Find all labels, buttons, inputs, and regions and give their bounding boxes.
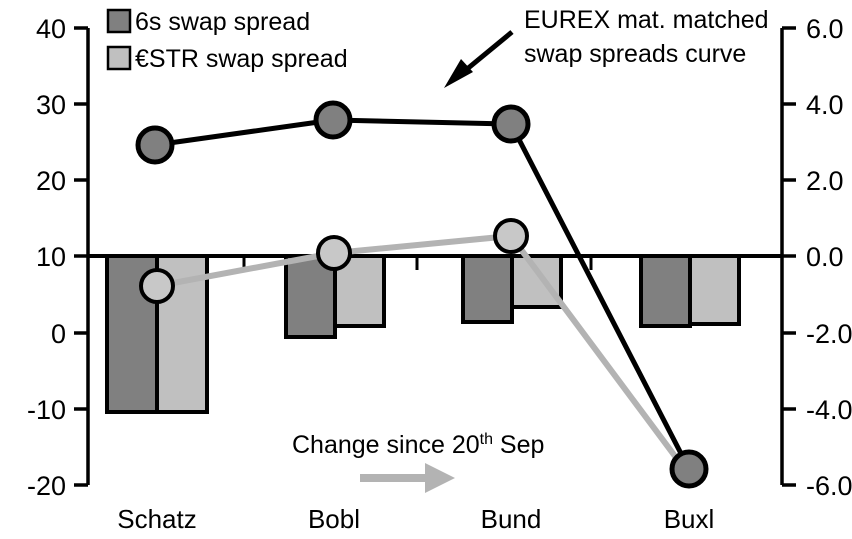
bar-estr-bund[interactable] (510, 254, 563, 309)
arrow-head (425, 463, 455, 493)
right-tick-label: 2.0 (806, 166, 844, 196)
left-tick-label: 40 (36, 14, 66, 44)
category-label-buxl: Buxl (664, 504, 715, 534)
legend-swatch-estr (106, 45, 132, 71)
eurex-callout-line2: swap spreads curve (524, 40, 746, 68)
annotation-change-since: Change since 20th Sep (292, 431, 544, 493)
bar-group-bund (461, 254, 563, 324)
left-tick-label: 30 (36, 90, 66, 120)
category-label-schatz: Schatz (117, 504, 197, 534)
change-since-superscript: th (480, 431, 493, 448)
legend-swatch-6s (106, 8, 132, 34)
arrow-head (444, 59, 473, 88)
annotation-eurex-callout: EUREX mat. matched swap spreads curve (444, 6, 769, 88)
left-tick-label: 0 (51, 319, 66, 349)
left-axis: 40 30 20 10 0 -10 -20 (27, 14, 90, 501)
series-change-since-line (139, 218, 692, 477)
right-tick-label: 6.0 (806, 14, 844, 44)
change-since-text: Change since 20th Sep (292, 431, 544, 459)
eurex-marker-schatz[interactable] (135, 125, 175, 165)
change-since-marker-schatz[interactable] (139, 268, 175, 304)
right-tick-label: -2.0 (806, 319, 852, 349)
eurex-curve-line[interactable] (154, 117, 692, 471)
left-tick-label: -10 (27, 395, 66, 425)
category-label-bobl: Bobl (308, 504, 360, 534)
category-labels: Schatz Bobl Bund Buxl (117, 504, 714, 534)
down-left-arrow-icon (444, 30, 514, 88)
bar-group-buxl (639, 254, 741, 328)
right-axis: 6.0 4.0 2.0 0.0 -2.0 -4.0 -6.0 (780, 14, 852, 501)
bar-6s-buxl[interactable] (639, 254, 692, 328)
legend: 6s swap spread €STR swap spread (106, 8, 348, 73)
change-since-text-before: Change since 20 (292, 431, 480, 459)
legend-label-estr: €STR swap spread (135, 45, 348, 73)
left-tick-label: 10 (36, 242, 66, 272)
bar-estr-buxl[interactable] (688, 254, 741, 326)
eurex-callout-line1: EUREX mat. matched (524, 6, 769, 34)
right-arrow-icon (360, 463, 455, 493)
change-since-marker-bobl[interactable] (316, 235, 352, 271)
right-tick-label: -4.0 (806, 395, 852, 425)
left-tick-label: 20 (36, 166, 66, 196)
arrow-shaft (459, 30, 514, 76)
change-since-line[interactable] (156, 233, 692, 477)
right-tick-label: 4.0 (806, 90, 844, 120)
eurex-marker-bobl[interactable] (313, 100, 353, 140)
bar-6s-bund[interactable] (461, 254, 514, 324)
change-since-marker-bund[interactable] (493, 218, 529, 254)
change-since-text-after: Sep (493, 431, 544, 459)
series-eurex-curve (135, 100, 709, 489)
eurex-marker-bund[interactable] (491, 104, 531, 144)
left-tick-label: -20 (27, 471, 66, 501)
eurex-marker-buxl[interactable] (669, 449, 709, 489)
right-tick-label: 0.0 (806, 242, 844, 272)
right-tick-label: -6.0 (806, 471, 852, 501)
legend-label-6s: 6s swap spread (135, 8, 310, 36)
category-label-bund: Bund (481, 504, 542, 534)
